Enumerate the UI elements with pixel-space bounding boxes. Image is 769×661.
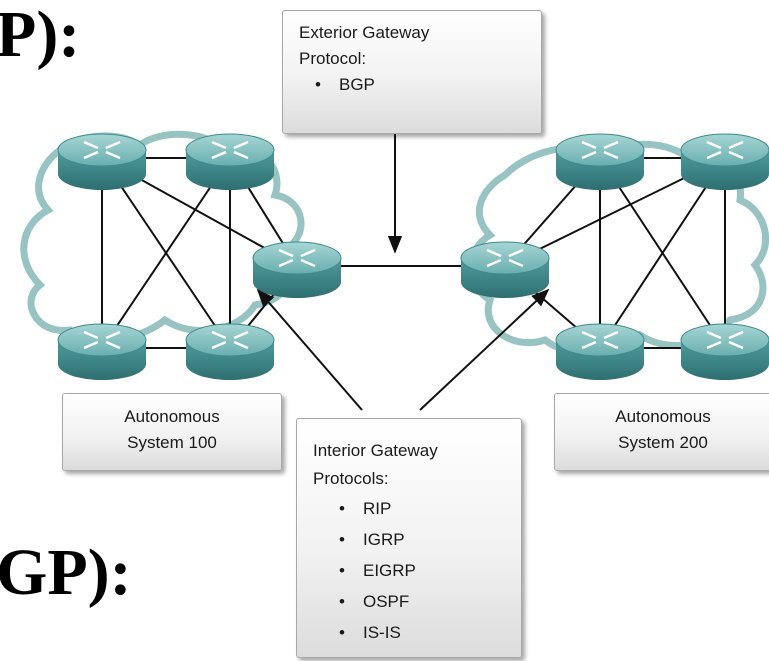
egp-item: BGP (315, 75, 541, 95)
router-icon (680, 133, 769, 190)
igp-item: EIGRP (339, 561, 521, 581)
as100-line1: Autonomous (124, 407, 220, 426)
igp-title-line2: Protocols: (313, 469, 389, 488)
network-links (101, 157, 726, 349)
igp-item: IS-IS (339, 623, 521, 643)
router-icon (185, 323, 275, 380)
network-link (599, 157, 726, 349)
egp-callout: Exterior Gateway Protocol: BGP (282, 10, 542, 134)
as100-line2: System 100 (127, 433, 217, 452)
as100-label-box: Autonomous System 100 (62, 393, 282, 471)
egp-title-line1: Exterior Gateway (299, 23, 430, 42)
network-link (101, 157, 231, 349)
router-icon (57, 133, 147, 190)
router-icon (555, 133, 645, 190)
heading-fragment-top: P): (0, 0, 81, 71)
router-icon (252, 241, 342, 298)
igp-item: OSPF (339, 592, 521, 612)
heading-fragment-bottom: GP): (0, 536, 132, 609)
router-icon (555, 323, 645, 380)
arrow-icon (419, 288, 550, 411)
router-icon (680, 323, 769, 380)
protocol-arrows (256, 134, 550, 411)
igp-title-line1: Interior Gateway (313, 441, 438, 460)
egp-title-line2: Protocol: (299, 49, 367, 68)
as200-label-box: Autonomous System 200 (554, 393, 769, 471)
as200-line2: System 200 (618, 433, 708, 452)
igp-item: IGRP (339, 530, 521, 550)
routers (57, 133, 769, 380)
igp-callout: Interior Gateway Protocols: RIP IGRP EIG… (296, 418, 522, 658)
as200-line1: Autonomous (615, 407, 711, 426)
router-icon (57, 323, 147, 380)
router-icon (460, 241, 550, 298)
igp-item: RIP (339, 499, 521, 519)
arrow-icon (256, 288, 363, 411)
router-icon (185, 133, 275, 190)
